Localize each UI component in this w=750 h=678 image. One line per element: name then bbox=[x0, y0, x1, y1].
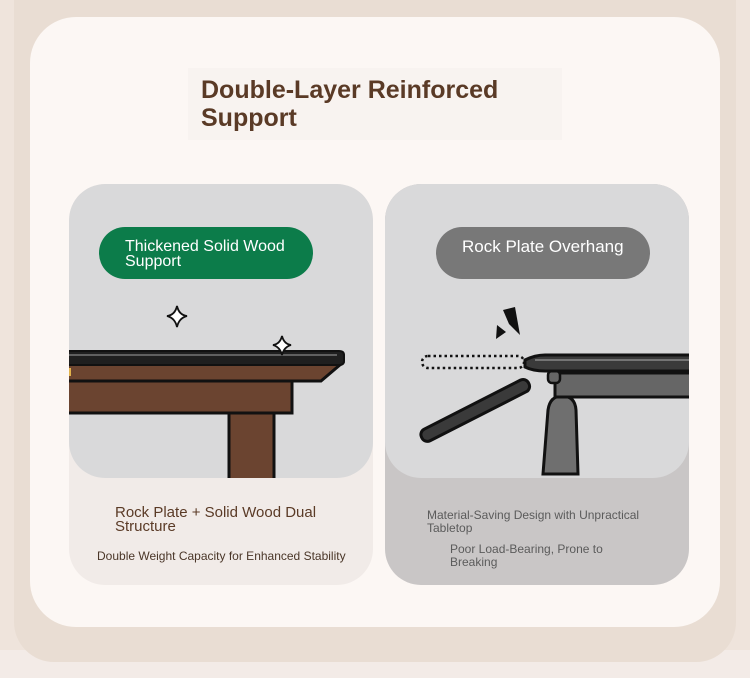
rock-plate bbox=[523, 353, 689, 373]
page-title: Double-Layer Reinforced Support bbox=[201, 76, 499, 132]
overhang-subcaption: Poor Load-Bearing, Prone to Breaking bbox=[450, 542, 603, 569]
table-leg bbox=[541, 394, 580, 476]
table-frame bbox=[553, 371, 689, 399]
solid-wood-caption: Rock Plate + Solid Wood Dual Structure bbox=[115, 504, 317, 535]
overhang-table-drawing bbox=[419, 307, 689, 476]
missing-overhang bbox=[420, 354, 526, 370]
sparkle-icon bbox=[166, 305, 188, 328]
overhang-caption: Material-Saving Design with Unpractical … bbox=[427, 508, 640, 535]
crack-icon bbox=[503, 307, 520, 335]
solid-wood-panel: Thickened Solid Wood Support Rock Plate … bbox=[69, 184, 373, 585]
solid-wood-subcaption: Double Weight Capacity for Enhanced Stab… bbox=[97, 549, 346, 563]
rock-plate bbox=[69, 350, 345, 366]
title-box bbox=[188, 68, 562, 140]
table-leg bbox=[227, 408, 276, 478]
crack-icon bbox=[496, 325, 506, 339]
overhang-badge: Rock Plate Overhang bbox=[436, 227, 650, 279]
overhang-panel: Rock Plate Overhang Material-Saving Desi… bbox=[385, 184, 689, 585]
wood-layer bbox=[69, 362, 346, 383]
solid-wood-badge: Thickened Solid Wood Support bbox=[99, 227, 313, 279]
wood-apron bbox=[69, 375, 294, 415]
solid-wood-table-drawing bbox=[69, 305, 346, 478]
sparkle-icon bbox=[272, 335, 292, 356]
broken-piece bbox=[419, 377, 532, 443]
